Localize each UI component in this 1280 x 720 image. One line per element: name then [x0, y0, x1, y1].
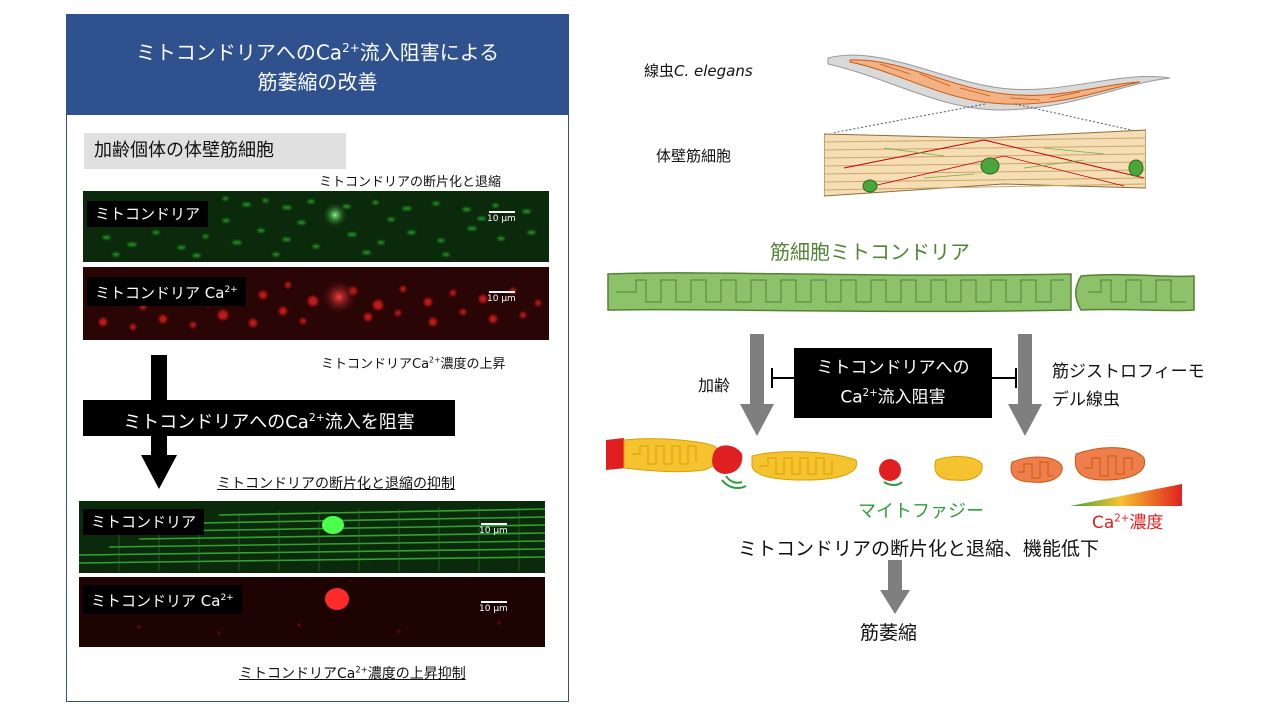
header-line-1: ミトコンドリアへのCa2+流入阻害による	[135, 40, 500, 65]
red-faint	[137, 588, 501, 635]
fragmentation-label: ミトコンドリアの断片化と退縮、機能低下	[738, 538, 1100, 560]
inhibit-box: ミトコンドリアへの Ca2+流入阻害	[794, 348, 992, 418]
left-panel: ミトコンドリアへのCa2+流入阻害による 筋萎縮の改善 加齢個体の体壁筋細胞 ミ…	[66, 14, 569, 702]
scale-bar	[489, 211, 515, 213]
muscle-cell-illustration	[824, 129, 1146, 197]
micrograph-ca-aged: ミトコンドリア Ca2+ 10 µm	[83, 267, 549, 340]
inhibition-bars	[771, 368, 1017, 388]
caption-fragmentation: ミトコンドリアの断片化と退縮	[319, 175, 502, 190]
atrophy-label: 筋萎縮	[860, 622, 918, 644]
scale-bar	[489, 291, 515, 293]
scale-bar	[481, 523, 507, 525]
header-line-2: 筋萎縮の改善	[257, 70, 378, 95]
micrograph-mito-aged: ミトコンドリア 10 µm	[83, 191, 549, 262]
caption-ca-suppressed: ミトコンドリアCa2+濃度の上昇抑制	[239, 664, 466, 682]
dystrophy-line-2: デル線虫	[1052, 390, 1120, 410]
aging-label: 加齢	[698, 376, 731, 395]
fragmented-mitochondria	[606, 438, 1146, 489]
scale-bar	[481, 601, 507, 603]
muscle-cell-label: 体壁筋細胞	[656, 147, 732, 165]
micrograph-mito-inhibited: ミトコンドリア 10 µm	[79, 501, 545, 573]
ca-gradient-wedge	[1070, 484, 1182, 506]
scale-text: 10 µm	[487, 294, 516, 304]
mito-title: 筋細胞ミトコンドリア	[770, 240, 970, 264]
label-mito: ミトコンドリア	[87, 201, 209, 227]
label-mito: ミトコンドリア	[83, 509, 205, 535]
worm-illustration	[827, 54, 1171, 134]
ca-concentration-label: Ca2+濃度	[1092, 513, 1164, 533]
caption-ca-rise: ミトコンドリアCa2+濃度の上昇	[321, 355, 506, 372]
inhibit-line-1: ミトコンドリアへの	[816, 358, 970, 379]
healthy-mitochondrion	[607, 272, 1195, 313]
inhibit-block-label: ミトコンドリアへのCa2+流入を阻害	[83, 400, 455, 436]
inhibit-line-2: Ca2+流入阻害	[840, 387, 946, 408]
scale-text: 10 µm	[479, 604, 508, 614]
label-mito-ca: ミトコンドリア Ca2+	[83, 585, 242, 614]
aging-arrow	[740, 334, 774, 436]
panel-header: ミトコンドリアへのCa2+流入阻害による 筋萎縮の改善	[67, 15, 568, 115]
label-mito-ca: ミトコンドリア Ca2+	[87, 277, 246, 306]
dystrophy-label: 筋ジストロフィーモ デル線虫	[1052, 358, 1205, 414]
dystrophy-arrow	[1008, 334, 1042, 436]
worm-label: 線虫C. elegans	[644, 62, 753, 80]
micrograph-ca-inhibited: ミトコンドリア Ca2+ 10 µm	[79, 577, 545, 647]
caption-suppression: ミトコンドリアの断片化と退縮の抑制	[217, 476, 455, 492]
section-title: 加齢個体の体壁筋細胞	[84, 133, 346, 169]
atrophy-arrow	[880, 560, 910, 614]
scale-text: 10 µm	[487, 214, 516, 224]
mitophagy-label: マイトファジー	[858, 501, 984, 522]
dystrophy-line-1: 筋ジストロフィーモ	[1052, 362, 1205, 382]
scale-text: 10 µm	[479, 526, 508, 536]
